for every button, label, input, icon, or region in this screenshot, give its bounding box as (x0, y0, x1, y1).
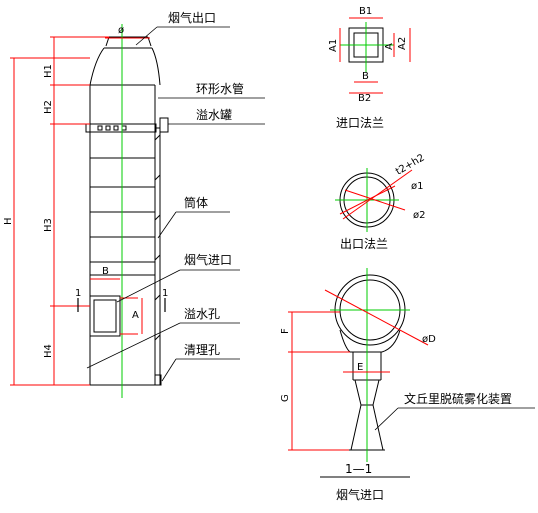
dim-H: H (3, 217, 14, 225)
dim-B: B (362, 71, 369, 82)
inlet-flange-dims (339, 17, 411, 94)
section-marks (77, 298, 166, 312)
label-overflow-tank: 溢水罐 (196, 108, 232, 122)
dim-t2h2: t2+h2 (394, 152, 427, 177)
label-overflow-hole: 溢水孔 (184, 307, 220, 321)
dim-phi2: ø2 (413, 210, 425, 221)
section-mark-right: 1 (162, 288, 168, 299)
dim-A-inlet: A (132, 310, 139, 321)
dim-F: F (280, 328, 291, 334)
label-cleanout-hole: 清理孔 (184, 343, 220, 357)
dim-phi1: ø1 (411, 181, 423, 192)
section-mark: 1—1 (345, 462, 372, 476)
tower-elevation (85, 36, 169, 386)
dim-phi-top: ø (118, 25, 124, 36)
dim-B2: B2 (358, 93, 371, 104)
dim-H1: H1 (43, 64, 54, 78)
section-dims (288, 289, 429, 451)
dim-H2: H2 (43, 100, 54, 114)
outlet-flange-dims (339, 169, 413, 220)
dim-B-inlet: B (102, 266, 109, 277)
leader-lines-left (86, 26, 265, 382)
section-mark-left: 1 (75, 288, 81, 299)
section-centerline (330, 268, 410, 462)
label-venturi: 文丘里脱硫雾化装置 (404, 391, 512, 406)
label-section-title: 烟气进口 (336, 487, 384, 502)
label-inlet-flange: 进口法兰 (336, 116, 384, 130)
tower-dimensions (10, 36, 150, 386)
dim-A: A (384, 43, 395, 50)
dim-B1: B1 (359, 6, 372, 17)
dim-E: E (357, 362, 363, 373)
label-flue-outlet: 烟气出口 (168, 10, 216, 25)
inlet-flange-centerlines (340, 22, 394, 72)
dim-H3: H3 (43, 218, 54, 232)
label-flue-inlet: 烟气进口 (184, 252, 232, 267)
dim-G: G (280, 394, 291, 402)
label-outlet-flange: 出口法兰 (340, 237, 388, 251)
dim-A1: A1 (328, 39, 339, 52)
venturi-leader (374, 407, 535, 431)
dim-phiD: øD (422, 334, 436, 345)
label-ring-pipe: 环形水管 (196, 81, 244, 96)
dim-A2: A2 (397, 37, 408, 50)
dim-H4: H4 (43, 344, 54, 358)
label-cylinder: 筒体 (184, 195, 208, 210)
